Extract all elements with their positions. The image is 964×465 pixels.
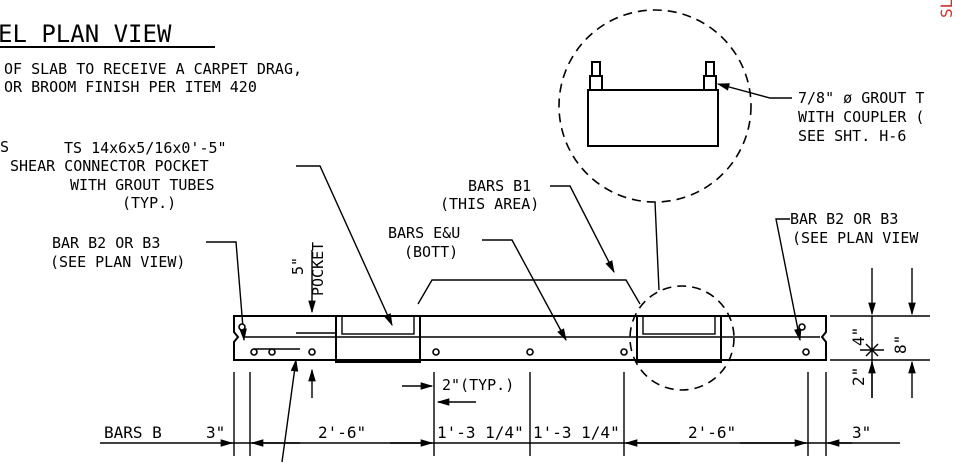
rebar-dot bbox=[238, 323, 246, 331]
rebar-dot bbox=[620, 348, 628, 356]
bar-b2-right-leader bbox=[775, 218, 802, 342]
bar-b2-left-leader bbox=[206, 241, 247, 342]
shear-pocket-line-4: (TYP.) bbox=[122, 194, 176, 212]
typ-dim-label: 2"(TYP.) bbox=[442, 376, 514, 394]
detail-tube-left-top bbox=[591, 61, 601, 77]
bars-b-label: BARS B bbox=[104, 423, 162, 442]
bars-eu-leader bbox=[482, 239, 567, 342]
view-title: EL PLAN VIEW bbox=[0, 20, 172, 48]
bar-b2-right-line-2: (SEE PLAN VIEW bbox=[792, 229, 919, 247]
sheet-edge-label: SL bbox=[937, 0, 956, 18]
pocket-dim-label: POCKET bbox=[309, 242, 327, 296]
dim-segment-6: 3" bbox=[852, 423, 871, 442]
panel-outline bbox=[233, 315, 827, 361]
right-pocket-plate bbox=[642, 315, 716, 335]
dim-8-label: 8" bbox=[891, 335, 910, 354]
detail-plate bbox=[587, 89, 719, 147]
bar-b2-left-line-2: (SEE PLAN VIEW) bbox=[50, 253, 185, 271]
bars-b1-line-1: BARS B1 bbox=[468, 177, 531, 195]
bars-b1-line-2: (THIS AREA) bbox=[440, 195, 539, 213]
detail-tube-left-bottom bbox=[589, 75, 603, 91]
bars-b1-area-bracket bbox=[417, 279, 641, 305]
dim-2-label: 2" bbox=[849, 367, 868, 386]
rebar-dot bbox=[798, 323, 806, 331]
grout-tube-line-2: WITH COUPLER ( bbox=[798, 108, 924, 126]
pocket-dim-value: 5" bbox=[289, 257, 307, 275]
detail-tube-right-top bbox=[705, 61, 715, 77]
bar-b2-right-line-1: BAR B2 OR B3 bbox=[790, 210, 898, 228]
dim-segment-1: 3" bbox=[206, 423, 225, 442]
bars-eu-line-1: BARS E&U bbox=[388, 224, 460, 242]
finish-note-line-1: OF SLAB TO RECEIVE A CARPET DRAG, bbox=[4, 60, 302, 78]
rebar-dot bbox=[268, 348, 276, 356]
left-pocket-plate bbox=[341, 315, 415, 335]
detail-connector-line bbox=[654, 201, 660, 291]
detail-tube-right-bottom bbox=[703, 75, 717, 91]
rebar-dot bbox=[308, 348, 316, 356]
rebar-dot bbox=[250, 348, 258, 356]
rebar-dot bbox=[526, 348, 534, 356]
grout-tube-leader bbox=[716, 83, 792, 99]
bars-eu-line-2: (BOTT) bbox=[404, 243, 458, 261]
shear-pocket-line-3: WITH GROUT TUBES bbox=[70, 176, 215, 194]
dim-segment-3: 1'-3 1/4" bbox=[437, 423, 524, 442]
dim-cross-b bbox=[865, 343, 879, 357]
detail-bubble-section bbox=[629, 285, 735, 391]
bar-b2-left-line-1: BAR B2 OR B3 bbox=[52, 234, 160, 252]
rebar-dot bbox=[432, 348, 440, 356]
right-pocket bbox=[636, 315, 722, 363]
bars-b1-leader bbox=[550, 185, 615, 274]
left-fragment-text: S bbox=[0, 138, 9, 156]
shear-pocket-line-2: SHEAR CONNECTOR POCKET bbox=[10, 157, 209, 175]
grout-tube-line-1: 7/8" ø GROUT T bbox=[798, 89, 924, 107]
finish-note-line-2: OR BROOM FINISH PER ITEM 420 bbox=[4, 78, 257, 96]
dim-segment-4: 1'-3 1/4" bbox=[533, 423, 620, 442]
left-pocket bbox=[335, 315, 421, 363]
dim-4-label: 4" bbox=[849, 327, 868, 346]
dim-segment-5: 2'-6" bbox=[688, 423, 736, 442]
rebar-dot bbox=[802, 348, 810, 356]
dim-segment-2: 2'-6" bbox=[318, 423, 366, 442]
shear-pocket-line-1: TS 14x6x5/16x0'-5" bbox=[64, 139, 227, 157]
shear-pocket-leader bbox=[296, 165, 393, 327]
bottom-bar-leader bbox=[281, 358, 299, 463]
grout-tube-line-3: SEE SHT. H-6 bbox=[798, 127, 906, 145]
